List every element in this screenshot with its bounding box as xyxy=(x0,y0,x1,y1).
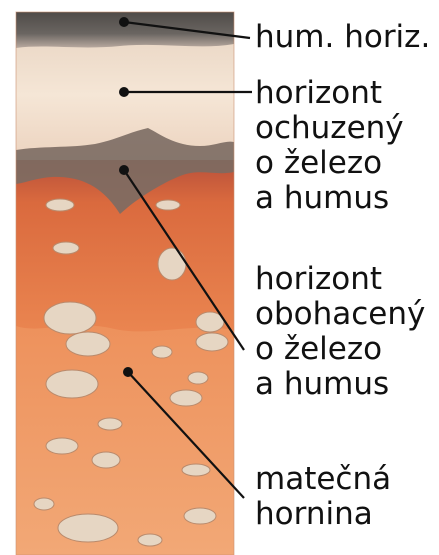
label-parent-rock: matečná hornina xyxy=(255,462,391,532)
label-line: o železo xyxy=(255,146,404,181)
dot-parent xyxy=(123,367,133,377)
label-line: hum. horiz. xyxy=(255,20,430,55)
dot-humus xyxy=(119,17,129,27)
label-line: a humus xyxy=(255,367,425,402)
dot-eluvial xyxy=(119,87,129,97)
label-line: matečná xyxy=(255,462,391,497)
label-line: ochuzený xyxy=(255,111,404,146)
label-eluvial-horizon: horizont ochuzený o železo a humus xyxy=(255,76,404,216)
label-line: a humus xyxy=(255,181,404,216)
label-line: hornina xyxy=(255,497,391,532)
label-line: horizont xyxy=(255,76,404,111)
label-line: obohacený xyxy=(255,297,425,332)
label-line: horizont xyxy=(255,262,425,297)
dot-illuvial xyxy=(119,165,129,175)
label-humus-horizon: hum. horiz. xyxy=(255,20,430,55)
label-line: o železo xyxy=(255,332,425,367)
label-illuvial-horizon: horizont obohacený o železo a humus xyxy=(255,262,425,402)
